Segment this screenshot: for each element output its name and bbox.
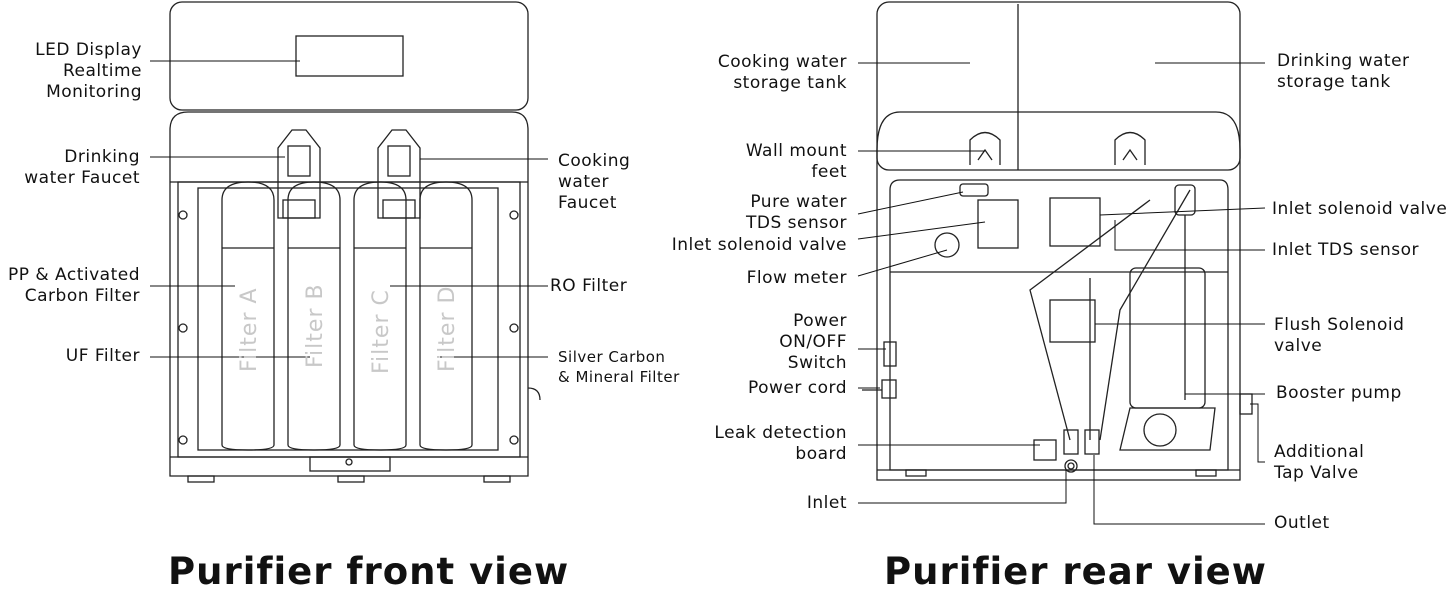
filter-b-label: Filter B [303,283,328,368]
label-inlet-tds: Inlet TDS sensor [1272,240,1420,260]
label-silver-carbon-filter: Silver Carbon& Mineral Filter [558,348,680,386]
rear-view-title: Purifier rear view [884,550,1267,593]
filter-c-label: Filter C [369,289,394,374]
label-inlet: Inlet [806,493,847,513]
front-screws [178,210,519,466]
filter-labels: Filter A Filter B Filter C Filter D [237,283,460,374]
filter-a-label: Filter A [237,287,262,372]
label-power-cord: Power cord [747,378,847,398]
label-flow-meter: Flow meter [746,268,847,288]
faucets [277,129,421,219]
label-booster-pump: Booster pump [1276,383,1402,403]
front-view-title: Purifier front view [168,550,570,593]
label-ro-filter: RO Filter [550,276,628,296]
rear-unit-drawing [862,1,1253,481]
label-outlet: Outlet [1274,513,1330,533]
leader-lines [150,60,1266,525]
label-inlet-solenoid-right: Inlet solenoid valve [1272,199,1448,219]
label-inlet-solenoid-left: Inlet solenoid valve [671,235,847,255]
filter-d-label: Filter D [435,286,460,372]
front-unit-drawing [169,1,541,483]
label-uf-filter: UF Filter [65,346,140,366]
